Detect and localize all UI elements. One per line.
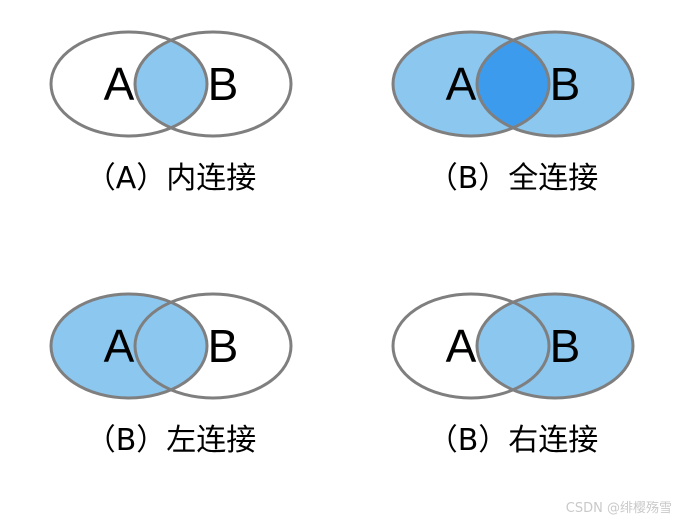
- venn-figure-right-join: A B: [383, 288, 643, 408]
- venn-figure-inner-join: A B: [41, 26, 301, 146]
- panel-caption: （B）全连接: [427, 161, 599, 196]
- right-set-label: B: [208, 320, 239, 372]
- panel-full-join: A B （B）全连接: [342, 0, 684, 262]
- venn-svg: A B: [391, 30, 635, 138]
- left-set-outline: [391, 30, 551, 138]
- left-set-outline: [391, 292, 551, 400]
- panel-right-join: A B （B）右连接: [342, 262, 684, 524]
- csdn-watermark: CSDN @绯樱殇雪: [565, 501, 672, 516]
- right-set-label: B: [550, 320, 581, 372]
- right-set-label: B: [550, 58, 581, 110]
- venn-svg: A B: [49, 292, 293, 400]
- left-set-label: A: [446, 58, 477, 110]
- right-set-outline: [133, 30, 293, 138]
- venn-figure-full-join: A B: [383, 26, 643, 146]
- venn-svg: A B: [391, 292, 635, 400]
- intersection-region: [477, 32, 549, 136]
- venn-svg: A B: [49, 30, 293, 138]
- left-set-outline: [49, 292, 209, 400]
- panel-left-join: A B （B）左连接: [0, 262, 342, 524]
- panel-caption: （A）内连接: [85, 161, 257, 196]
- left-set-label: A: [104, 320, 135, 372]
- panel-caption: （B）右连接: [427, 423, 599, 458]
- right-set-ellipse: [477, 294, 633, 398]
- intersection-region: [135, 32, 207, 136]
- left-set-outline: [49, 30, 209, 138]
- left-set-label: A: [446, 320, 477, 372]
- right-set-label: B: [208, 58, 239, 110]
- right-set-outline: [475, 30, 635, 138]
- left-set-label: A: [104, 58, 135, 110]
- panel-inner-join: A B （A）内连接: [0, 0, 342, 262]
- right-set-outline: [475, 292, 635, 400]
- venn-figure-left-join: A B: [41, 288, 301, 408]
- right-set-outline: [133, 292, 293, 400]
- left-set-ellipse: [51, 294, 207, 398]
- panel-caption: （B）左连接: [85, 423, 257, 458]
